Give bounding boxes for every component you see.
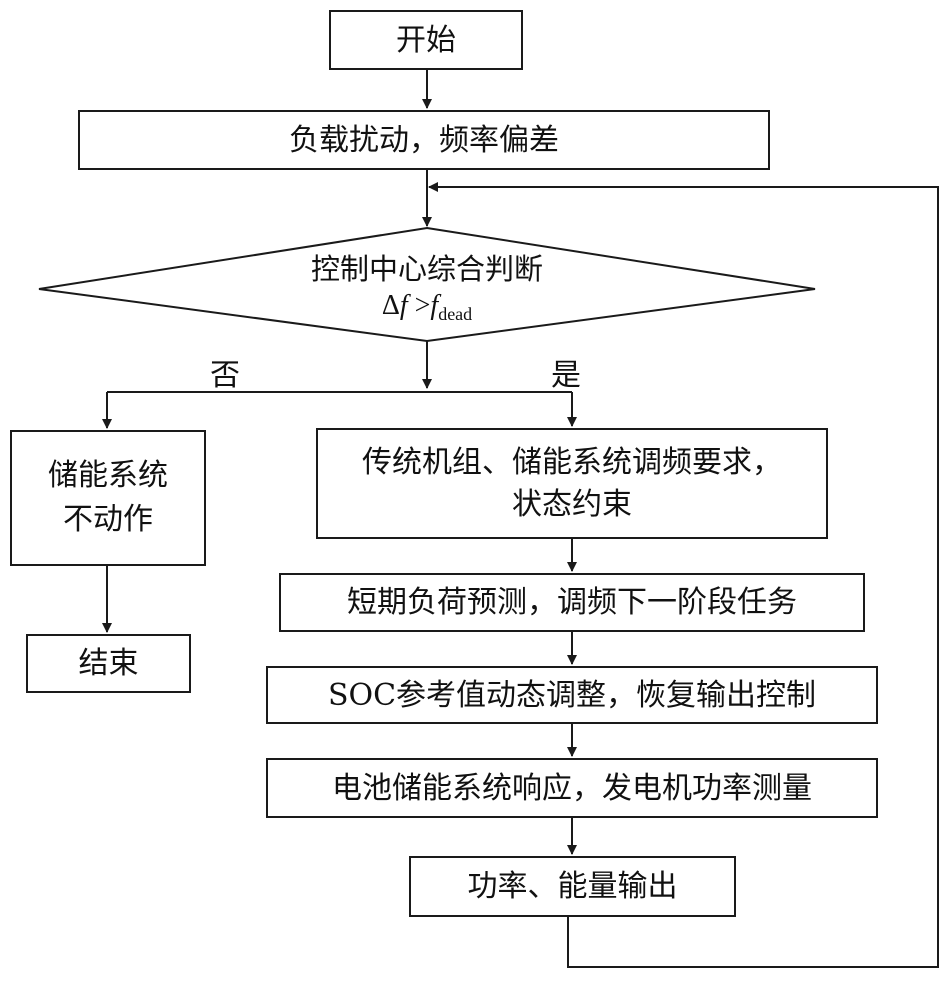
disturbance-label: 负载扰动，频率偏差 [289, 122, 559, 158]
disturbance-box: 负载扰动，频率偏差 [78, 110, 770, 170]
decision-title: 控制中心综合判断 [310, 252, 543, 286]
start-box: 开始 [329, 10, 523, 70]
forecast-box: 短期负荷预测，调频下一阶段任务 [279, 573, 865, 632]
response-label: 电池储能系统响应，发电机功率测量 [332, 770, 812, 806]
subscript-dead: dead [438, 304, 473, 324]
response-box: 电池储能系统响应，发电机功率测量 [266, 758, 878, 818]
output-box: 功率、能量输出 [409, 856, 736, 917]
requirements-line2: 状态约束 [512, 486, 632, 522]
end-box: 结束 [26, 634, 191, 693]
no-action-line2: 不动作 [63, 502, 153, 537]
no-label: 否 [210, 358, 240, 393]
soc-box: SOC参考值动态调整，恢复输出控制 [266, 666, 878, 724]
yes-label: 是 [551, 358, 581, 393]
decision-text: 控制中心综合判断 Δf >fdead [227, 250, 627, 331]
output-label: 功率、能量输出 [467, 869, 678, 904]
no-action-line1: 储能系统 [48, 458, 168, 493]
start-label: 开始 [396, 22, 456, 58]
requirements-line1: 传统机组、储能系统调频要求， [362, 444, 782, 480]
no-action-box: 储能系统 不动作 [10, 430, 206, 566]
variable-f-dead: f [430, 290, 439, 321]
variable-f: f [399, 290, 408, 321]
soc-label: SOC参考值动态调整，恢复输出控制 [327, 677, 817, 713]
end-label: 结束 [78, 646, 139, 681]
delta-symbol: Δ [381, 290, 400, 321]
forecast-label: 短期负荷预测，调频下一阶段任务 [347, 585, 797, 620]
feedback-loop-line [428, 182, 939, 968]
decision-condition: Δf >fdead [227, 288, 627, 331]
greater-than: > [407, 290, 431, 321]
requirements-box: 传统机组、储能系统调频要求， 状态约束 [316, 428, 828, 539]
